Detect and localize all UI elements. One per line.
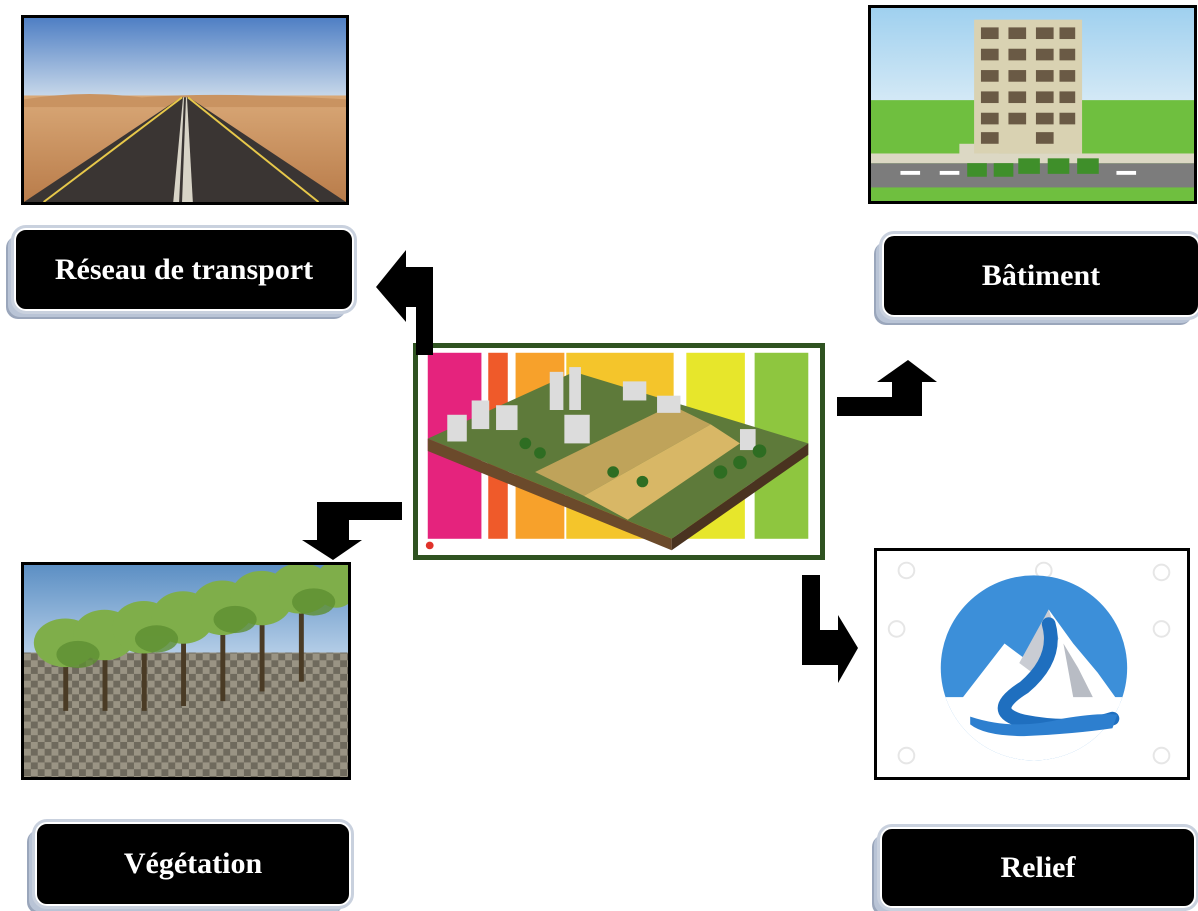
building-photo — [868, 5, 1197, 204]
center-city-map — [413, 343, 825, 560]
label-vegetation-text: Végétation — [123, 847, 263, 880]
label-building: Bâtiment — [879, 231, 1198, 320]
trees-photo — [21, 562, 351, 780]
label-relief: Relief — [877, 824, 1198, 911]
arrow-to-vegetation — [302, 502, 402, 560]
label-vegetation: Végétation — [32, 819, 354, 909]
relief-logo-photo — [874, 548, 1190, 780]
arrow-to-transport — [376, 250, 433, 355]
label-building-text: Bâtiment — [981, 258, 1101, 292]
label-relief-text: Relief — [1000, 850, 1076, 884]
arrow-to-relief — [802, 575, 858, 683]
label-transport: Réseau de transport — [11, 225, 357, 314]
label-transport-text: Réseau de transport — [54, 252, 314, 286]
road-photo — [21, 15, 349, 205]
arrow-to-building — [837, 360, 937, 416]
